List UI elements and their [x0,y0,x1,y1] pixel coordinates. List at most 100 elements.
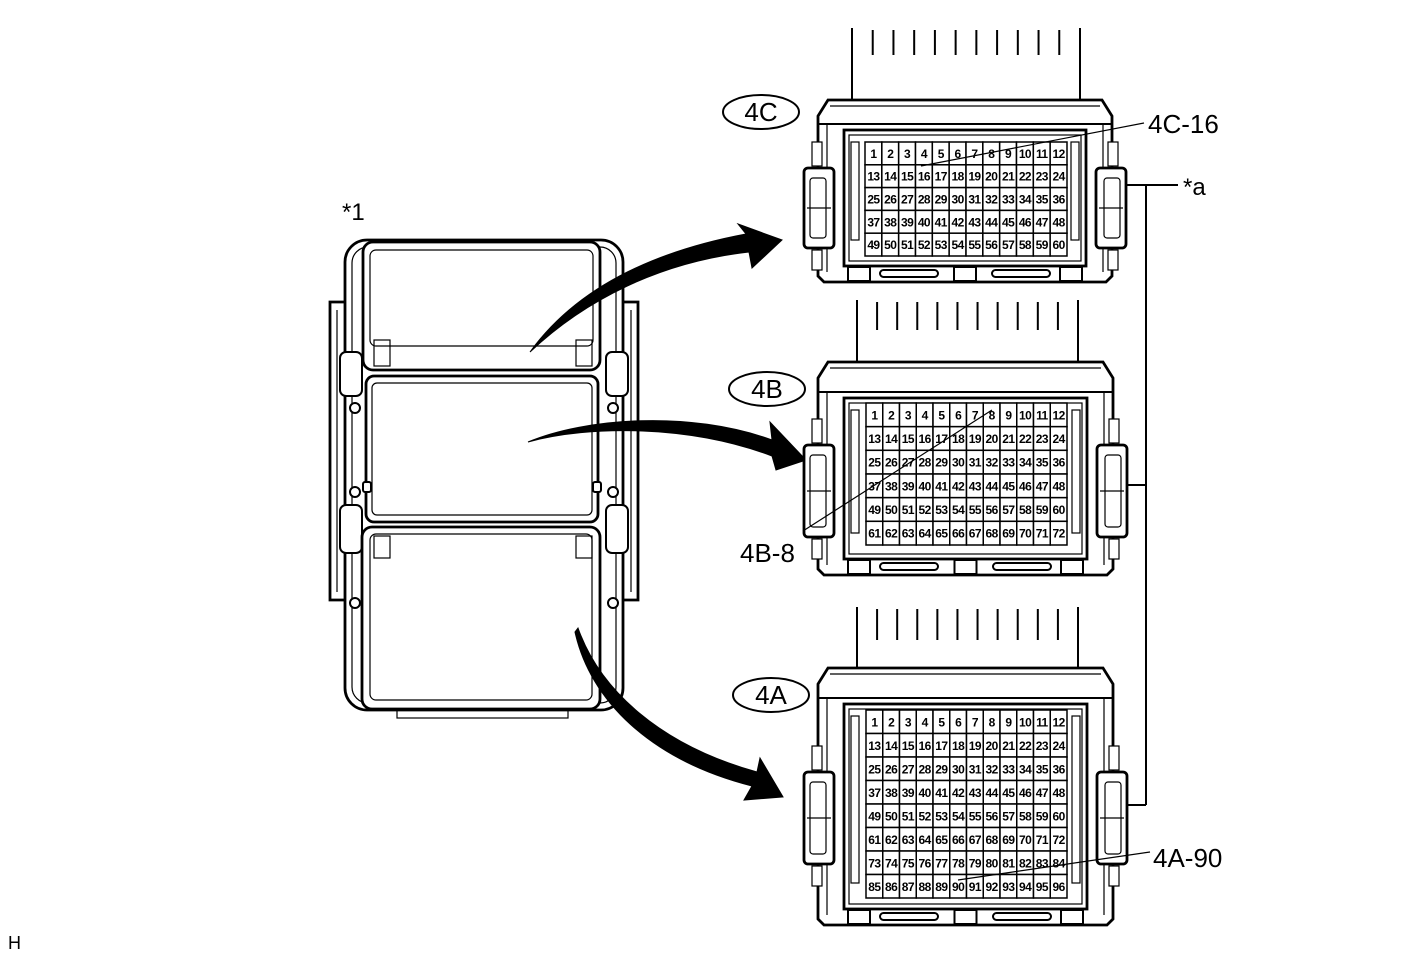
junction-block-right-flange [623,300,640,602]
pin-number: 82 [1019,856,1032,870]
pin-number: 94 [1019,880,1032,894]
pin-number: 63 [902,527,915,541]
pin-number: 13 [867,170,880,184]
pin-cell [1049,520,1068,546]
pin-number: 51 [901,238,914,252]
pin-number: 23 [1036,170,1049,184]
pin-number: 25 [868,762,881,776]
pin-number: 79 [969,856,982,870]
latch-tab [1107,249,1119,271]
pin-number: 31 [969,762,982,776]
connector-id-label: 4C [744,97,777,127]
junction-block-slot-bottom-inner [369,533,593,701]
pin-number: 51 [902,503,915,517]
pin-number: 20 [986,432,999,446]
pin-number: 9 [1005,408,1012,422]
latch-tab [1108,418,1120,444]
pin-number: 57 [1002,503,1015,517]
pin-number: 15 [902,739,915,753]
pin-number: 34 [1019,456,1032,470]
pin-cell [1049,873,1068,899]
pin-number: 26 [885,762,898,776]
pin-number: 24 [1053,739,1066,753]
pin-number: 22 [1019,170,1032,184]
callout-label: 4C-16 [1148,109,1219,139]
pin-number: 45 [1002,215,1015,229]
connector-id-badge: 4B [728,371,806,407]
pin-number: 8 [988,147,995,161]
pin-number: 36 [1053,456,1066,470]
pin-number: 6 [955,147,962,161]
connector-notch [953,559,978,575]
bracket-label: *a [1183,174,1206,201]
pin-number: 41 [935,786,948,800]
connector-face-frame-inner [848,134,1082,262]
junction-block-slot-bottom [360,525,602,711]
connector-slot [991,269,1051,278]
pin-number: 64 [919,833,932,847]
pin-number: 9 [1005,715,1012,729]
pin-number: 1 [870,147,877,161]
pin-number: 19 [969,739,982,753]
pin-number: 44 [986,479,999,493]
connector-face-frame-inner [848,708,1083,905]
connector-id-oval [728,371,806,407]
pin-number: 72 [1053,527,1066,541]
junction-block-latch [605,351,629,397]
pin-number: 56 [986,503,999,517]
connector-id-badge: 4A [732,677,810,713]
connector-notch [847,266,871,282]
pin-number: 30 [952,456,965,470]
pin-number: 17 [935,739,948,753]
junction-block-slot-top [361,240,602,372]
pin-number: 22 [1019,739,1032,753]
pin-number: 63 [902,833,915,847]
pin-number: 42 [952,215,965,229]
callout-label: 4B-8 [740,538,795,568]
connector-id-oval [732,677,810,713]
pin-number: 43 [969,479,982,493]
pin-number: 26 [885,456,898,470]
connector-guide-post [1071,715,1081,884]
pin-number: 2 [887,147,894,161]
pin-number: 69 [1002,527,1015,541]
connector-notch [953,909,978,925]
junction-block-pin [607,486,619,498]
connector-notch [847,909,871,925]
pin-number: 61 [868,527,881,541]
pin-number: 12 [1053,715,1066,729]
latch-tab [1108,865,1120,887]
pin-number: 67 [969,527,982,541]
junction-block-slot-middle-inner [371,382,593,516]
pin-number: 15 [902,432,915,446]
latch-tab [811,418,823,444]
pin-number: 69 [1002,833,1015,847]
pin-number: 8 [989,408,996,422]
pin-number: 5 [938,147,945,161]
pin-number: 29 [935,456,948,470]
pin-number: 4 [922,715,929,729]
pin-number: 49 [867,238,880,252]
callout-leader-line [920,122,1145,167]
pin-number: 11 [1036,147,1048,161]
connector-notch [847,559,871,575]
pin-number: 59 [1036,503,1049,517]
latch-tab [1107,141,1119,167]
junction-block [328,238,640,719]
pin-number: 43 [969,786,982,800]
pin-number: 21 [1002,170,1015,184]
pin-number: 61 [868,833,881,847]
pin-number: 62 [885,833,898,847]
callout-leader-line [802,409,993,532]
connector-id-badge: 4C [722,94,800,130]
connector-guide-post [850,409,860,534]
pin-number: 38 [885,786,898,800]
pin-number: 30 [952,193,965,207]
pin-number: 71 [1036,527,1049,541]
pin-number: 28 [919,456,932,470]
pin-number: 21 [1002,739,1015,753]
pin-number: 54 [952,809,965,823]
